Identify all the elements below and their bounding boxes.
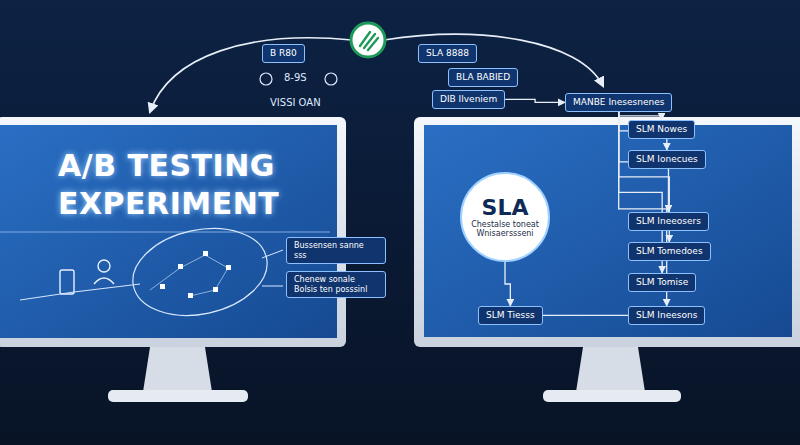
monitor-frame	[414, 117, 800, 347]
leader-line	[20, 284, 140, 300]
sla-box-text: SLM Tomedoes	[636, 246, 703, 257]
monitor-neck	[143, 347, 212, 392]
sla-box-text: SLM Ineeosers	[636, 216, 701, 227]
top-box: SLA 8888	[418, 44, 477, 63]
monitor-screen	[424, 125, 792, 337]
sla-box: SLM Ineeosers	[628, 212, 709, 231]
connector	[505, 99, 565, 102]
sla-box-text: SLM Tomise	[636, 277, 688, 288]
sla-box-text: SLM Ionecues	[636, 154, 698, 165]
sla-box-text: SLM Tiesss	[486, 310, 535, 321]
arc-arrow	[150, 38, 352, 112]
monitor-screen	[0, 125, 337, 338]
top-box-text: B R80	[270, 48, 297, 59]
sla-box: SLM Ineesons	[628, 306, 705, 325]
callout-box: Bussensen sanne sss	[286, 237, 386, 264]
top-box-text: BLA BABIED	[456, 72, 510, 83]
person-icon	[94, 278, 114, 284]
data-dots	[160, 251, 231, 298]
top-box: DIB Ilveniem	[432, 90, 505, 109]
top-box-text: SLA 8888	[426, 48, 469, 59]
sla-box: SLM Tomise	[628, 273, 696, 292]
sla-circle-text: Chestalse toneat Wnisaerssseni	[467, 220, 543, 238]
arc-arrow	[384, 34, 603, 86]
connector	[619, 112, 662, 120]
flow-box-text: MANBE Inesesnenes	[573, 97, 664, 108]
monitor-frame	[0, 117, 346, 347]
document-icon	[60, 270, 74, 294]
screen-panel: A/B TESTING EXPERIMENTBussensen sanne ss…	[0, 125, 337, 338]
flow-box: MANBE Inesesnenes	[565, 93, 672, 112]
sla-box-text: SLM Nowes	[636, 124, 687, 135]
callout-box-text: Chenew sonale Bolsis ten posssinl	[294, 275, 378, 294]
leader-line	[262, 250, 283, 286]
connector	[505, 262, 510, 306]
sla-box: SLM Ionecues	[628, 150, 706, 169]
user-icon	[260, 73, 272, 85]
sla-circle-text: SLA	[482, 196, 529, 220]
top-box: BLA BABIED	[448, 68, 518, 87]
top-box: B R80	[262, 44, 305, 63]
sla-box: SLM Tomedoes	[628, 242, 711, 261]
monitor-neck	[576, 347, 645, 392]
monitor-base	[108, 390, 248, 402]
label-text: VISSI OAN	[270, 97, 321, 108]
top-box-text: DIB Ilveniem	[440, 94, 497, 105]
user-icon	[325, 73, 337, 85]
segment-ellipse	[125, 217, 275, 327]
screen-panel-text: A/B TESTING EXPERIMENT	[58, 147, 308, 222]
sla-box-text: SLM Ineesons	[636, 310, 697, 321]
connector	[543, 315, 628, 316]
network-line	[150, 255, 228, 296]
sla-box: SLM Nowes	[628, 120, 695, 139]
person-icon	[98, 260, 110, 272]
screen-line	[0, 232, 330, 233]
callout-box: Chenew sonale Bolsis ten posssinl	[286, 271, 386, 298]
logo-mark	[360, 32, 378, 50]
callout-box-text: Bussensen sanne sss	[294, 241, 378, 260]
sla-circle: SLAChestalse toneat Wnisaerssseni	[460, 172, 550, 262]
sla-box: SLM Tiesss	[478, 306, 543, 325]
logo-circle	[351, 23, 385, 57]
label-text: 8-9S	[284, 72, 307, 83]
monitor-base	[543, 390, 681, 402]
